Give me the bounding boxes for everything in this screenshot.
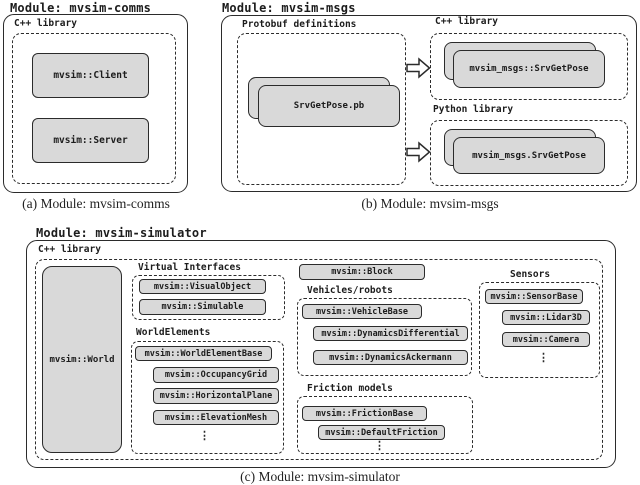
panel-a-title: Module: mvsim-comms <box>10 1 152 15</box>
panel-b-title: Module: mvsim-msgs <box>222 1 356 15</box>
class-box-defaultfriction: mvsim::DefaultFriction <box>318 425 445 440</box>
panel-c-dashed-box <box>35 259 603 460</box>
class-box-dynamicsackermann: mvsim::DynamicsAckermann <box>313 350 468 365</box>
friction-group-box <box>297 396 473 454</box>
stack-front-sheet: mvsim_msgs.SrvGetPose <box>453 137 605 174</box>
panel-b-python-label: Python library <box>433 104 514 115</box>
virtual-interfaces-label: Virtual Interfaces <box>138 262 241 273</box>
panel-b-python-dashed-box <box>430 120 628 186</box>
class-box-mvsim-client: mvsim::Client <box>32 53 149 98</box>
cpp-class-stack: mvsim_msgs::SrvGetPose <box>444 42 606 90</box>
virtual-interfaces-group-box <box>132 275 285 320</box>
class-box-horizontalplane: mvsim::HorizontalPlane <box>153 388 279 404</box>
panel-c-caption: (c) Module: mvsim-simulator <box>240 469 400 484</box>
right-arrow-icon <box>406 57 431 79</box>
class-box-elevationmesh: mvsim::ElevationMesh <box>153 410 279 425</box>
stack-front-sheet: mvsim_msgs::SrvGetPose <box>453 50 605 88</box>
vehicles-group-box <box>297 298 472 376</box>
panel-a-caption: (a) Module: mvsim-comms <box>22 196 170 211</box>
python-class-stack: mvsim_msgs.SrvGetPose <box>444 129 606 176</box>
ellipsis-icon: ⋮ <box>538 351 549 364</box>
panel-a-library-label: C++ library <box>14 18 77 29</box>
class-box-occupancygrid: mvsim::OccupancyGrid <box>153 367 279 383</box>
world-elements-group-box <box>131 341 284 454</box>
panel-a-outer-box <box>3 14 188 193</box>
panel-b-protobuf-label: Protobuf definitions <box>242 19 357 30</box>
panel-b-cpp-dashed-box <box>430 33 628 100</box>
class-box-mvsim-world: mvsim::World <box>42 266 122 453</box>
friction-label: Friction models <box>307 383 393 394</box>
panel-b-protobuf-dashed-box <box>237 33 406 185</box>
class-box-vehiclebase: mvsim::VehicleBase <box>302 304 422 319</box>
protobuf-file-stack: SrvGetPose.pb <box>248 77 401 128</box>
sensors-label: Sensors <box>510 269 551 280</box>
vehicles-label: Vehicles/robots <box>307 285 393 296</box>
right-arrow-icon <box>406 141 431 163</box>
class-box-frictionbase: mvsim::FrictionBase <box>302 406 427 421</box>
ellipsis-icon: ⋮ <box>374 439 385 452</box>
stack-front-sheet: SrvGetPose.pb <box>258 85 400 127</box>
class-box-worldelementbase: mvsim::WorldElementBase <box>135 346 272 361</box>
class-box-block: mvsim::Block <box>299 264 425 280</box>
ellipsis-icon: ⋮ <box>199 429 210 442</box>
panel-c-title: Module: mvsim-simulator <box>36 226 207 240</box>
panel-b-cpp-label: C++ library <box>435 16 498 27</box>
class-box-lidar3d: mvsim::Lidar3D <box>502 310 590 325</box>
sensors-group-box <box>479 282 600 378</box>
panel-c-library-label: C++ library <box>38 244 101 255</box>
class-box-mvsim-server: mvsim::Server <box>32 118 149 163</box>
panel-b-caption: (b) Module: mvsim-msgs <box>361 196 499 211</box>
class-box-camera: mvsim::Camera <box>502 332 590 347</box>
world-elements-label: WorldElements <box>136 327 211 338</box>
class-box-dynamicsdifferential: mvsim::DynamicsDifferential <box>313 326 468 341</box>
class-box-visualobject: mvsim::VisualObject <box>139 279 266 294</box>
class-box-simulable: mvsim::Simulable <box>139 299 266 315</box>
panel-a-dashed-box <box>12 33 176 184</box>
class-box-sensorbase: mvsim::SensorBase <box>485 289 583 304</box>
